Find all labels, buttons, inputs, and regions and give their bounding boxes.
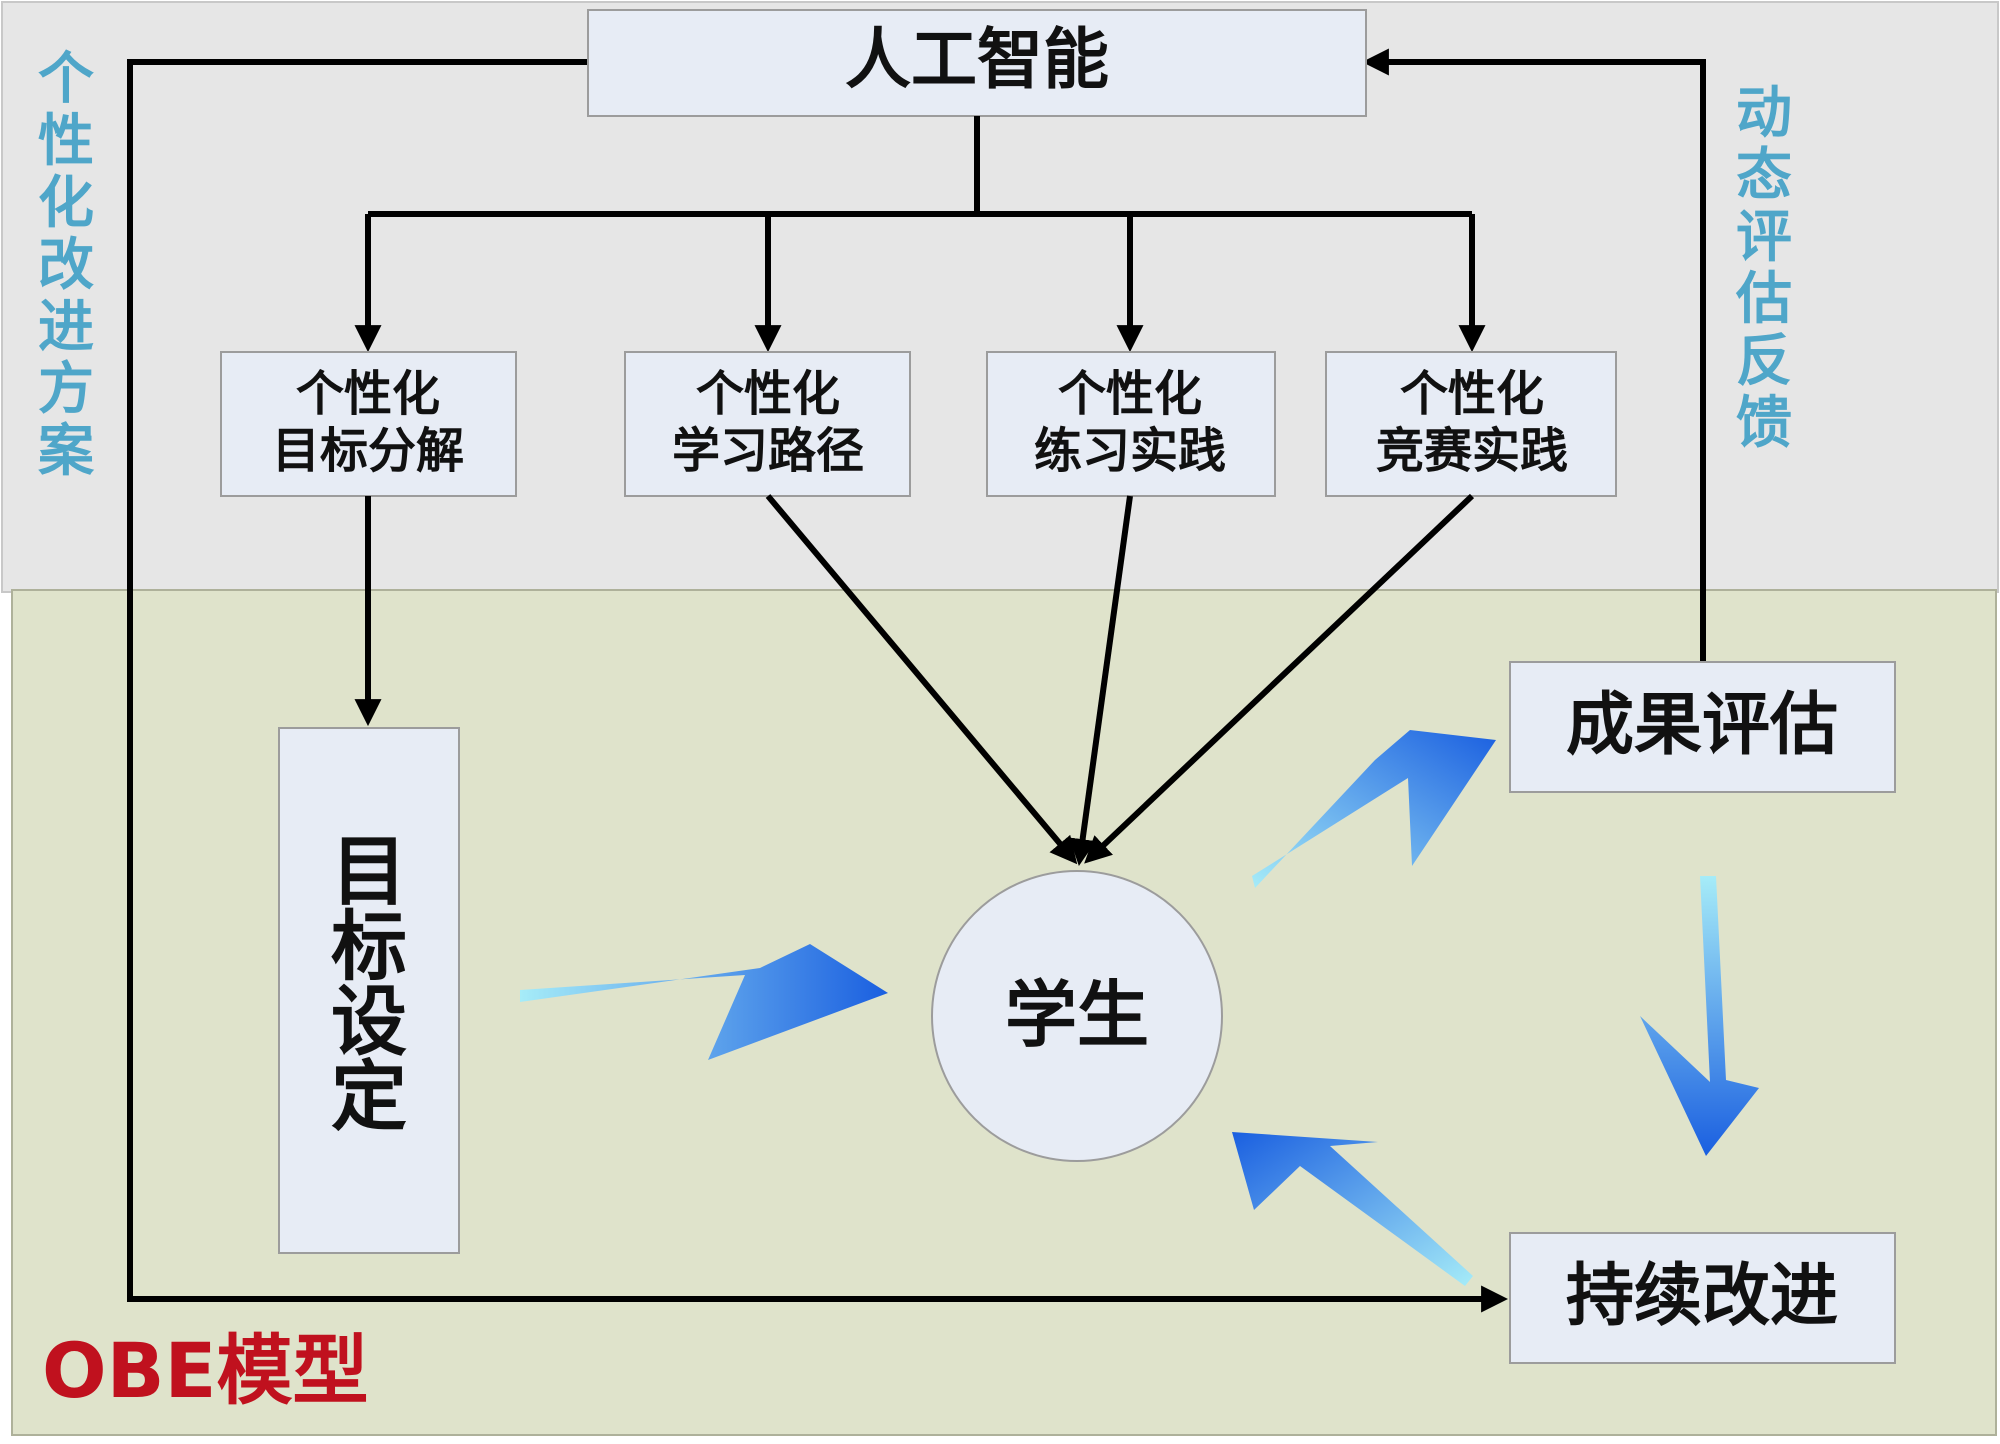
goal-char-3: 设 (331, 977, 407, 1066)
personal-box-3-line2: 练习实践 (1034, 423, 1226, 479)
goal-setting-box (278, 727, 460, 1254)
arrow-improvement-to-student (1232, 1132, 1473, 1286)
right-side-label: 动 态 评 估 反 馈 (1735, 81, 1792, 456)
improvement-box (1509, 1232, 1896, 1364)
personal-box-goal-breakdown (220, 351, 517, 497)
personal-box-learning-path (624, 351, 911, 497)
personal-box-1-line2: 目标分解 (272, 423, 464, 479)
ai-box-label: 人工智能 (845, 21, 1109, 98)
practice-to-student-line (1069, 495, 1133, 867)
right-char-6: 馈 (1736, 391, 1792, 456)
personal-box-competition (1325, 351, 1617, 497)
arrow-goal-to-student (520, 944, 888, 1060)
arrow-student-to-evaluation (1252, 730, 1496, 888)
right-char-3: 评 (1736, 205, 1792, 270)
personal-box-3-line1: 个性化 (1058, 366, 1202, 422)
right-char-2: 态 (1736, 143, 1792, 208)
left-char-5: 进 (38, 295, 94, 360)
personal-box-2-line2: 学习路径 (672, 423, 864, 479)
evaluation-label: 成果评估 (1566, 686, 1838, 765)
goal-char-1: 目 (331, 827, 407, 916)
left-char-6: 方 (38, 357, 94, 422)
right-loop-line (1361, 48, 1706, 662)
right-char-5: 反 (1736, 329, 1792, 394)
left-char-4: 改 (38, 233, 94, 298)
personal-box-practice (986, 351, 1276, 497)
obe-model-label: OBE模型 (42, 1326, 368, 1415)
left-loop-line (127, 59, 1509, 1313)
goal-char-4: 定 (331, 1052, 407, 1141)
personal-box-4-line1: 个性化 (1400, 366, 1544, 422)
personal-box-1-line1: 个性化 (296, 366, 440, 422)
personal-box-2-line1: 个性化 (696, 366, 840, 422)
personal-box-4-line2: 竞赛实践 (1376, 423, 1568, 479)
goal-char-2: 标 (331, 902, 407, 991)
left-char-7: 案 (38, 419, 95, 484)
ai-box (587, 9, 1367, 117)
evaluation-box (1509, 661, 1896, 793)
left-char-3: 化 (38, 171, 94, 236)
learning-path-to-student-line (765, 494, 1078, 865)
improvement-label: 持续改进 (1566, 1257, 1838, 1336)
left-char-1: 个 (38, 47, 94, 112)
goal-setting-label: 目 标 设 定 (331, 827, 407, 1141)
left-char-2: 性 (38, 109, 94, 174)
right-char-1: 动 (1736, 81, 1792, 146)
student-label: 学生 (1005, 973, 1149, 1057)
arrow-evaluation-to-improvement (1640, 876, 1759, 1156)
competition-to-student-line (1084, 493, 1475, 864)
student-circle (931, 870, 1223, 1162)
left-side-label: 个 性 化 改 进 方 案 (38, 47, 95, 484)
right-char-4: 估 (1735, 267, 1792, 332)
